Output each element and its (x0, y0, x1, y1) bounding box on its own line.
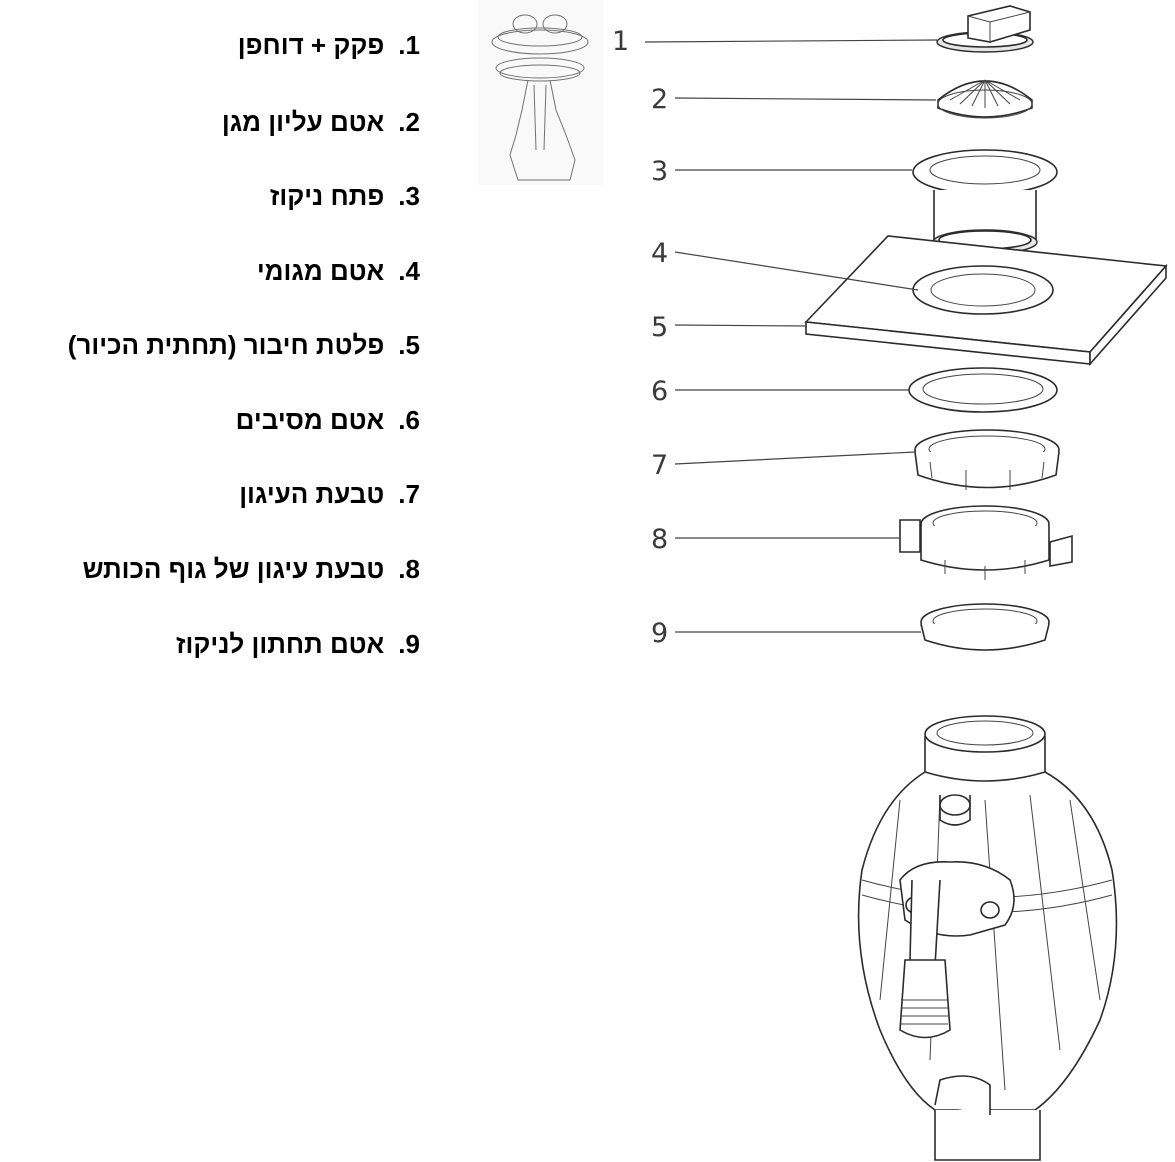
leader-line-2 (674, 97, 937, 101)
leader-lines (644, 39, 938, 633)
part-label: אטם תחתון לניקוז (176, 629, 385, 659)
part-8: 8. טבעת עיגון של גוף הכותש (83, 554, 420, 585)
callout-3: 3 (651, 156, 668, 187)
part-4: 4. אטם מגומי (257, 256, 420, 287)
part-4-rubber-gasket (912, 265, 1054, 315)
part-1: 1. פקק + דוחפן (238, 30, 420, 61)
leader-line-5 (674, 324, 807, 327)
part-number: 4. (398, 256, 420, 286)
callout-5: 5 (651, 312, 668, 343)
part-7-mounting-ring (914, 429, 1060, 490)
part-5: 5. פלטת חיבור (תחתית הכיור) (68, 330, 420, 361)
leader-line-4 (674, 251, 919, 291)
part-number: 8. (398, 554, 420, 584)
callout-8: 8 (651, 524, 668, 555)
part-number: 2. (398, 107, 420, 137)
callout-1: 1 (612, 26, 629, 57)
parts-list: 1. פקק + דוחפן 2. אטם עליון מגן 3. פתח ניקו… (0, 0, 420, 700)
callout-7: 7 (651, 450, 668, 481)
stopper-pusher-drawing (478, 0, 603, 185)
leader-line-7 (674, 451, 916, 465)
part-9: 9. אטם תחתון לניקוז (176, 629, 420, 660)
part-label: פקק + דוחפן (237, 30, 385, 60)
callout-9: 9 (651, 618, 668, 649)
part-label: פתח ניקוז (269, 181, 385, 211)
disposer-body-drawing (857, 715, 1118, 1161)
callout-6: 6 (651, 376, 668, 407)
part-number: 5. (398, 330, 420, 360)
part-label: פלטת חיבור (תחתית הכיור) (67, 330, 385, 360)
part-label: אטם עליון מגן (221, 107, 385, 137)
part-7: 7. טבעת העיגון (239, 479, 420, 510)
part-1-stopper (936, 5, 1034, 53)
part-label: אטם מגומי (256, 256, 385, 286)
part-label: טבעת העיגון (239, 479, 385, 509)
part-label: טבעת עיגון של גוף הכותש (82, 554, 385, 584)
part-3: 3. פתח ניקוז (270, 181, 420, 212)
part-number: 9. (398, 629, 420, 659)
part-2: 2. אטם עליון מגן (222, 107, 420, 138)
part-number: 3. (398, 181, 420, 211)
callout-numbers: 1 2 3 4 5 6 7 8 9 (612, 26, 668, 649)
part-2-splash-guard (937, 79, 1033, 119)
leader-line-1 (644, 39, 938, 43)
part-6: 6. אטם מסיבים (236, 405, 420, 436)
part-number: 1. (398, 30, 420, 60)
part-6-fiber-gasket (908, 367, 1058, 413)
callout-4: 4 (651, 238, 668, 269)
callout-2: 2 (651, 84, 668, 115)
part-number: 7. (398, 479, 420, 509)
part-9-bottom-gasket (920, 603, 1050, 651)
part-8-body-mounting-ring (899, 505, 1073, 580)
part-label: אטם מסיבים (235, 405, 385, 435)
part-3-sink-flange (912, 149, 1058, 255)
part-number: 6. (398, 405, 420, 435)
